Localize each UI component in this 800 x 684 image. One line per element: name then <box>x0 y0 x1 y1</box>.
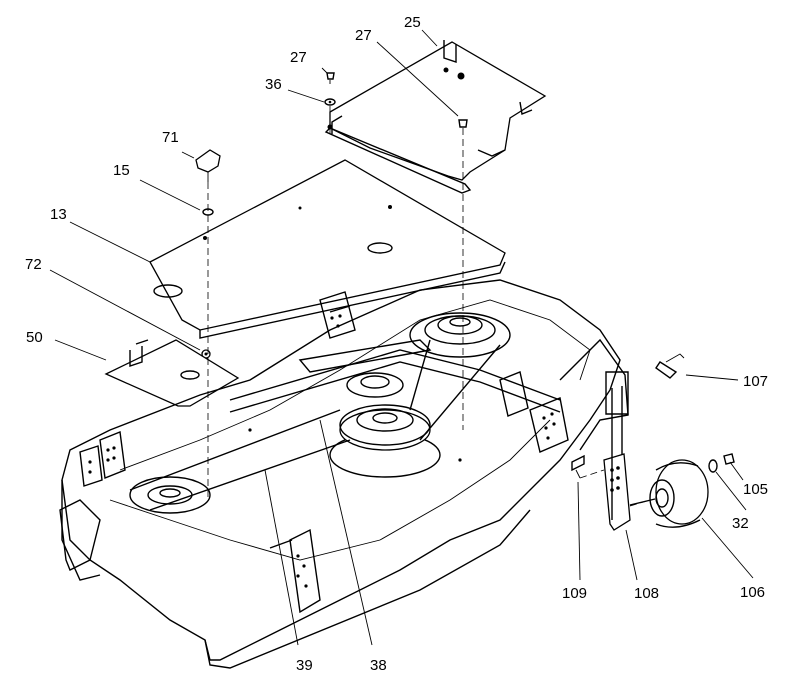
part-13-cover-shield <box>149 159 506 339</box>
part-71-knob <box>195 149 221 182</box>
callout-50: 50 <box>26 329 43 346</box>
callout-108: 108 <box>634 585 660 602</box>
part-106-anti-scalp-wheel <box>629 459 709 528</box>
part-25-belt-cover-plate <box>324 40 547 194</box>
callout-25: 25 <box>404 14 421 31</box>
part-108-wheel-bracket <box>603 386 631 531</box>
callout-27-top: 27 <box>290 49 307 66</box>
callout-72: 72 <box>25 256 42 273</box>
part-36-washer <box>324 98 336 106</box>
callout-36: 36 <box>265 76 282 93</box>
mower-deck-housing <box>59 279 629 669</box>
callout-27-right: 27 <box>355 27 372 44</box>
callout-39: 39 <box>296 657 313 674</box>
callout-38: 38 <box>370 657 387 674</box>
part-27-screw-right <box>458 119 468 128</box>
part-109-bolt <box>571 454 585 479</box>
callout-13: 13 <box>50 206 67 223</box>
part-50-bracket <box>104 339 240 407</box>
part-27-screw-top <box>326 72 335 84</box>
callout-109: 109 <box>562 585 588 602</box>
callout-15: 15 <box>113 162 130 179</box>
part-105-nut <box>723 453 735 465</box>
callout-106: 106 <box>740 584 766 601</box>
callout-71: 71 <box>162 129 179 146</box>
callout-32: 32 <box>732 515 749 532</box>
callout-105: 105 <box>743 481 769 498</box>
callout-107: 107 <box>743 373 769 390</box>
part-32-washer <box>708 459 718 473</box>
part-107-hairpin-clip <box>655 353 685 379</box>
callout-leaders <box>49 29 754 646</box>
